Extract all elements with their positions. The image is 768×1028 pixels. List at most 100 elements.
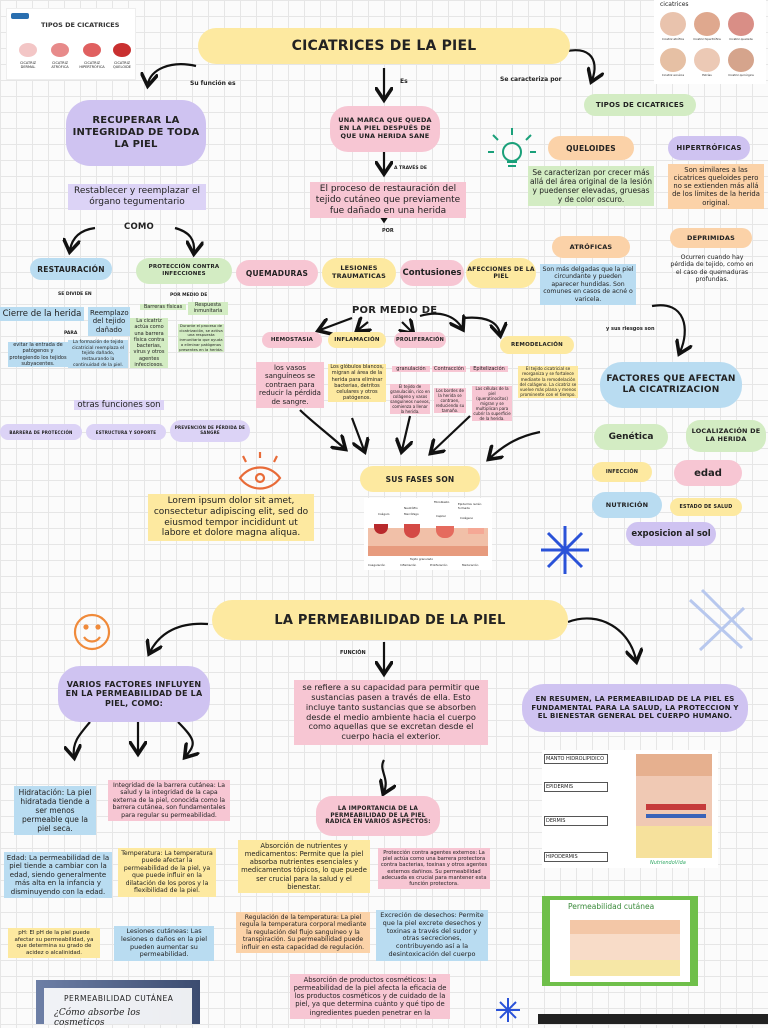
wound [436,526,454,538]
diagram-label: Colágeno [460,516,474,520]
photo-label: Cicatriz quirúrgica [728,73,754,77]
photo-label: Cicatriz hipertrófica [693,37,721,41]
thumbnail-card: PERMEABILIDAD CUTÁNEA ¿Cómo absorbe los … [44,988,192,1028]
photo-label: Cicatriz queloide [729,37,753,41]
recover-integrity-box: RECUPERAR LA INTEGRIDAD DE TODA LA PIEL [66,100,206,166]
wound [404,524,420,538]
diagram-label: Inflamación [400,563,417,567]
dermis-layer [636,776,712,826]
remodeling-phase: REMODELACIÓN [500,336,574,354]
infection-protection-box: PROTECCIÓN CONTRA INFECCIONES [136,258,232,284]
hemostasis-phase: HEMOSTASIA [262,332,322,348]
summary-box: EN RESUMEN, LA PERMEABILIDAD DE LA PIEL … [522,684,748,732]
image-title: Permeabilidad cutánea [568,902,655,911]
scar-photo [728,48,754,72]
thumb-label: CICATRIZ QUELOIDE [112,61,132,70]
scar-photo [694,48,720,72]
cosmetic-absorption: Absorción de productos cosméticos: La pe… [290,974,450,1019]
scar-photo [660,12,686,36]
hemostasis-text: los vasos sanguíneos se contraen para re… [256,362,324,408]
diagram-label: Coágulo [378,512,390,516]
contraction-label: Contracción [432,366,466,373]
scar-photo [728,12,754,36]
scar-photo [694,12,720,36]
health-state-factor: ESTADO DE SALUD [670,498,742,516]
connector-label: POR MEDIO DE [170,293,208,298]
star-icon [541,526,589,574]
connector-label: POR [382,228,394,234]
scar-types-box: TIPOS DE CICATRICES [584,94,696,116]
immune-text: Durante el proceso de cicatrización, se … [178,323,224,353]
connector-label: Su función es [190,80,236,87]
diagram-label: Coagulación [368,563,386,567]
diagram-label: Proliferación [430,563,448,567]
scar-types-thumbnail: TIPOS DE CICATRICES CICATRIZ DERMAL CICA… [6,8,136,80]
by-means-label: POR MEDIO DE [352,305,438,316]
permeability-title: LA PERMEABILIDAD DE LA PIEL [212,600,568,640]
lightbulb-icon [488,128,536,167]
inflammation-phase: INFLAMACIÓN [328,332,386,348]
bruises-box: Contusiones [400,260,464,286]
temperature-regulation: Regulación de la temperatura: La piel re… [236,912,370,954]
connector-label: FUNCIÓN [340,650,366,656]
skin-conditions-box: AFECCIONES DE LA PIEL [466,258,536,288]
epithelialization-text: Las células de la piel (queratinocitos) … [472,386,512,421]
dermis-layer [570,934,680,960]
diagram-label: Tejido granulado [410,557,434,561]
nutrition-factor: NUTRICIÓN [592,492,662,518]
burns-box: QUEMADURAS [236,260,318,286]
external-protection: Protección contra agentes externos: La p… [378,848,490,890]
eye-icon [238,452,282,490]
photo-label: Estrías [702,73,712,77]
connector-label: Se caracteriza por [500,76,562,83]
thumb-title: TIPOS DE CICATRICES [41,21,120,29]
waste-excretion: Excreción de desechos: Permite que la pi… [376,910,488,961]
thumbnail-title: PERMEABILIDAD CUTÁNEA [64,994,174,1003]
remodeling-text: El tejido cicatricial se reorganiza y se… [518,366,578,398]
depressed-box: DEPRIMIDAS [670,228,752,248]
mark-definition-box: UNA MARCA QUE QUEDA EN LA PIEL DESPUÉS D… [330,106,440,152]
age-factor: edad [674,460,742,486]
image-inner: Permeabilidad cutánea [550,900,690,982]
restoration-box: RESTAURACIÓN [30,258,112,280]
hypodermis-layer [636,826,712,858]
skin-layer [570,920,680,934]
thumb-label: CICATRIZ ATRÓFICA [51,61,69,70]
photo-label: Cicatriz atrófica [662,37,684,41]
proliferation-phase: PROLIFERACIÓN [394,332,446,348]
hypertrophic-text: Son similares a las cicatrices queloides… [668,164,764,209]
restore-text: Restablecer y reemplazar el órgano tegum… [68,184,206,210]
epidermis-layer [636,754,712,776]
epithelialization-label: Epitelización [470,366,508,373]
atrophic-box: ATRÓFICAS [552,236,630,258]
layer-label: DERMIS [544,816,608,826]
fat-layer [570,960,680,976]
factors-influence-box: VARIOS FACTORES INFLUYEN EN LA PERMEABIL… [58,666,210,722]
keloids-box: QUELOIDES [548,136,634,160]
thumb-label: CICATRIZ DERMAL [19,61,37,70]
barrier-integrity-factor: Integridad de la barrera cutánea: La sal… [108,780,230,822]
depressed-text: Ocurren cuando hay pérdida de tejido, co… [670,254,754,284]
tissue-replacement: Reemplazo del tejido dañado [88,307,130,337]
dermis-layer [368,546,488,556]
healing-phases-diagram: Coágulo Neutrófilo Macrófago Fibroblasto… [364,498,492,570]
wound-closure: Cierre de la herida [0,307,84,322]
cosmetics-video-thumbnail: PERMEABILIDAD CUTÁNEA ¿Cómo absorbe los … [36,980,200,1028]
structure-support: ESTRUCTURA Y SOPORTE [86,424,166,440]
skin-lesions-factor: Lesiones cutáneas: Las lesiones o daños … [114,926,214,962]
thumb-label: CICATRIZ HIPERTRÓFICA [79,61,105,70]
layer-label: MANTO HIDROLIPIDICO [544,754,608,764]
diagram-label: Macrófago [404,512,419,516]
wound-location-factor: LOCALIZACIÓN DE LA HERIDA [686,420,766,452]
photo-label: Cicatriz acnéica [661,73,685,77]
diagram-label: Epidermis recién formada [458,502,482,510]
scars-title: CICATRICES DE LA PIEL [198,28,570,64]
avoid-pathogens: evitar la entrada de patógenos y protegi… [8,342,68,367]
connector-label: SE DIVIDE EN [58,292,92,297]
temperature-factor: Temperatura: La temperatura puede afecta… [118,848,216,897]
inflammation-text: Los glóbulos blancos, migran al área de … [328,364,386,402]
ph-factor: pH: El pH de la piel puede afectar su pe… [8,928,100,959]
layer-label: HIPODERMIS [544,852,608,862]
scar-tissue-formation: La formación de tejido cicatricial reemp… [68,340,128,369]
decorative-strokes [688,588,754,652]
